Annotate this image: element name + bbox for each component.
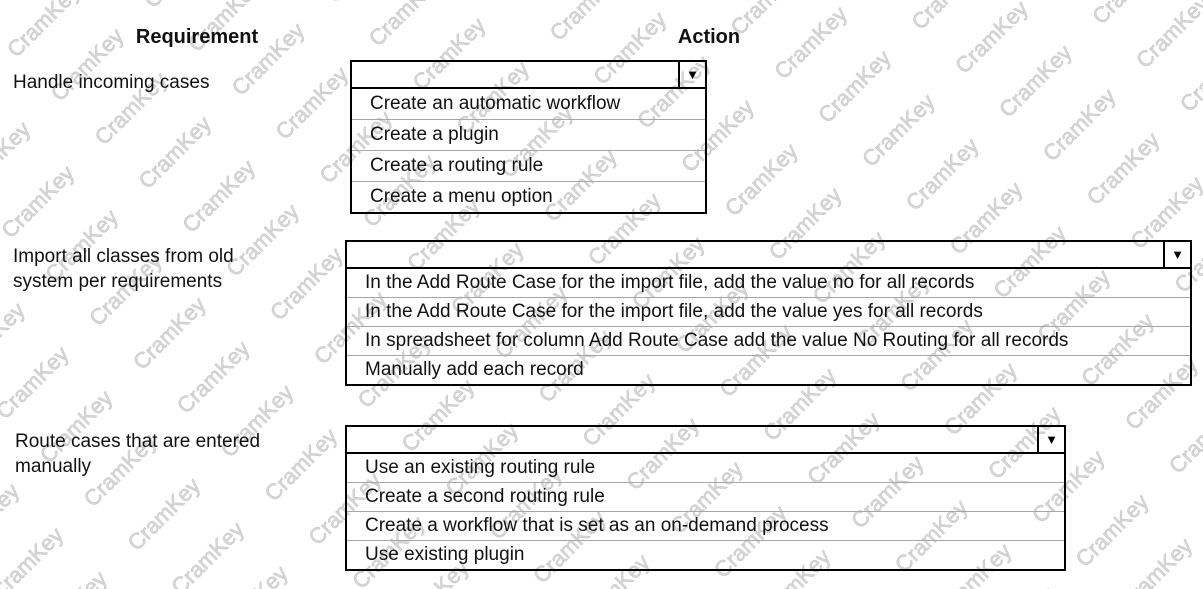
requirement-label-1: Handle incoming cases (13, 72, 210, 93)
dropdown-2-option-3[interactable]: In spreadsheet for column Add Route Case… (347, 327, 1190, 356)
action-dropdown-1: ▼ Create an automatic workflow Create a … (350, 60, 707, 214)
dropdown-3-option-4[interactable]: Use existing plugin (365, 544, 525, 565)
dropdown-2-option-1[interactable]: In the Add Route Case for the import fil… (347, 269, 1190, 298)
chevron-down-icon[interactable]: ▼ (1037, 427, 1064, 452)
action-column-header: Action (677, 26, 741, 48)
chevron-down-icon[interactable]: ▼ (1163, 242, 1190, 267)
dropdown-1-option-1[interactable]: Create an automatic workflow (352, 89, 705, 120)
action-dropdown-2: ▼ In the Add Route Case for the import f… (345, 240, 1192, 386)
action-dropdown-3: ▼ Use an existing routing rule Create a … (345, 425, 1066, 571)
requirement-label-3: Route cases that are entered manually (15, 431, 261, 477)
dropdown-1-selected[interactable]: ▼ (352, 62, 705, 89)
dropdown-2-option-2[interactable]: In the Add Route Case for the import fil… (347, 298, 1190, 327)
dropdown-1-option-3[interactable]: Create a routing rule (352, 151, 705, 182)
dropdown-1-option-2[interactable]: Create a plugin (352, 120, 705, 151)
chevron-down-icon[interactable]: ▼ (678, 62, 705, 87)
requirement-column-header: Requirement (135, 26, 259, 48)
dropdown-1-option-4[interactable]: Create a menu option (370, 186, 553, 207)
dropdown-3-option-1[interactable]: Use an existing routing rule (347, 454, 1064, 483)
dropdown-2-selected[interactable]: ▼ (347, 242, 1190, 269)
dropdown-3-option-2[interactable]: Create a second routing rule (347, 483, 1064, 512)
dropdown-2-option-4[interactable]: Manually add each record (365, 359, 584, 380)
dropdown-3-option-3[interactable]: Create a workflow that is set as an on-d… (347, 512, 1064, 541)
dropdown-3-selected[interactable]: ▼ (347, 427, 1064, 454)
requirement-label-2: Import all classes from old system per r… (13, 246, 234, 292)
